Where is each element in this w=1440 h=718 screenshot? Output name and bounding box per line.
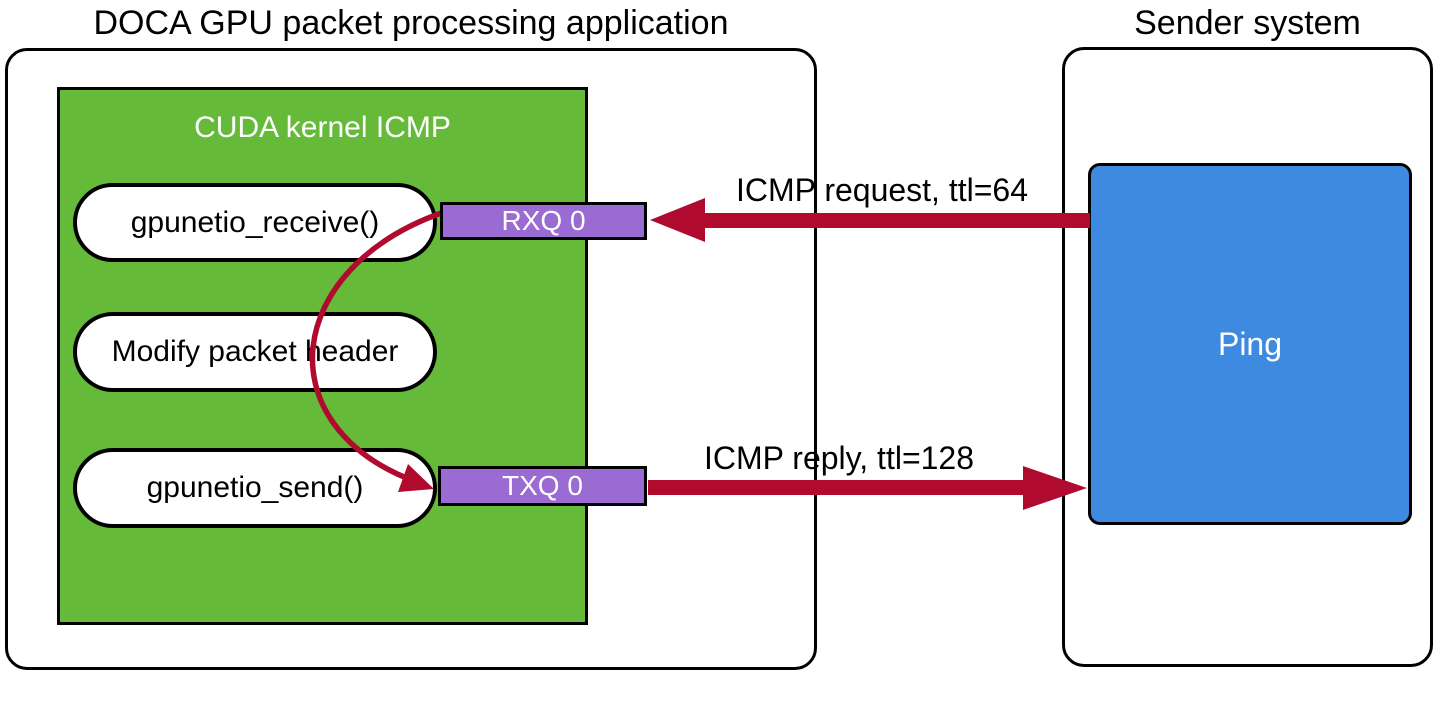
txq-badge: TXQ 0 (438, 466, 647, 506)
step-modify-packet-header: Modify packet header (73, 312, 437, 392)
icmp-reply-label: ICMP reply, ttl=128 (703, 440, 975, 476)
icmp-request-label: ICMP request, ttl=64 (736, 172, 1028, 208)
ping-box: Ping (1088, 163, 1412, 525)
sender-system-title: Sender system (1134, 4, 1361, 42)
rxq-badge: RXQ 0 (440, 202, 647, 240)
doca-app-title: DOCA GPU packet processing application (93, 4, 729, 42)
cuda-kernel-title: CUDA kernel ICMP (194, 111, 451, 144)
ping-label: Ping (1217, 325, 1283, 362)
step-gpunetio-send: gpunetio_send() (73, 448, 437, 528)
step-gpunetio-receive: gpunetio_receive() (73, 183, 437, 262)
